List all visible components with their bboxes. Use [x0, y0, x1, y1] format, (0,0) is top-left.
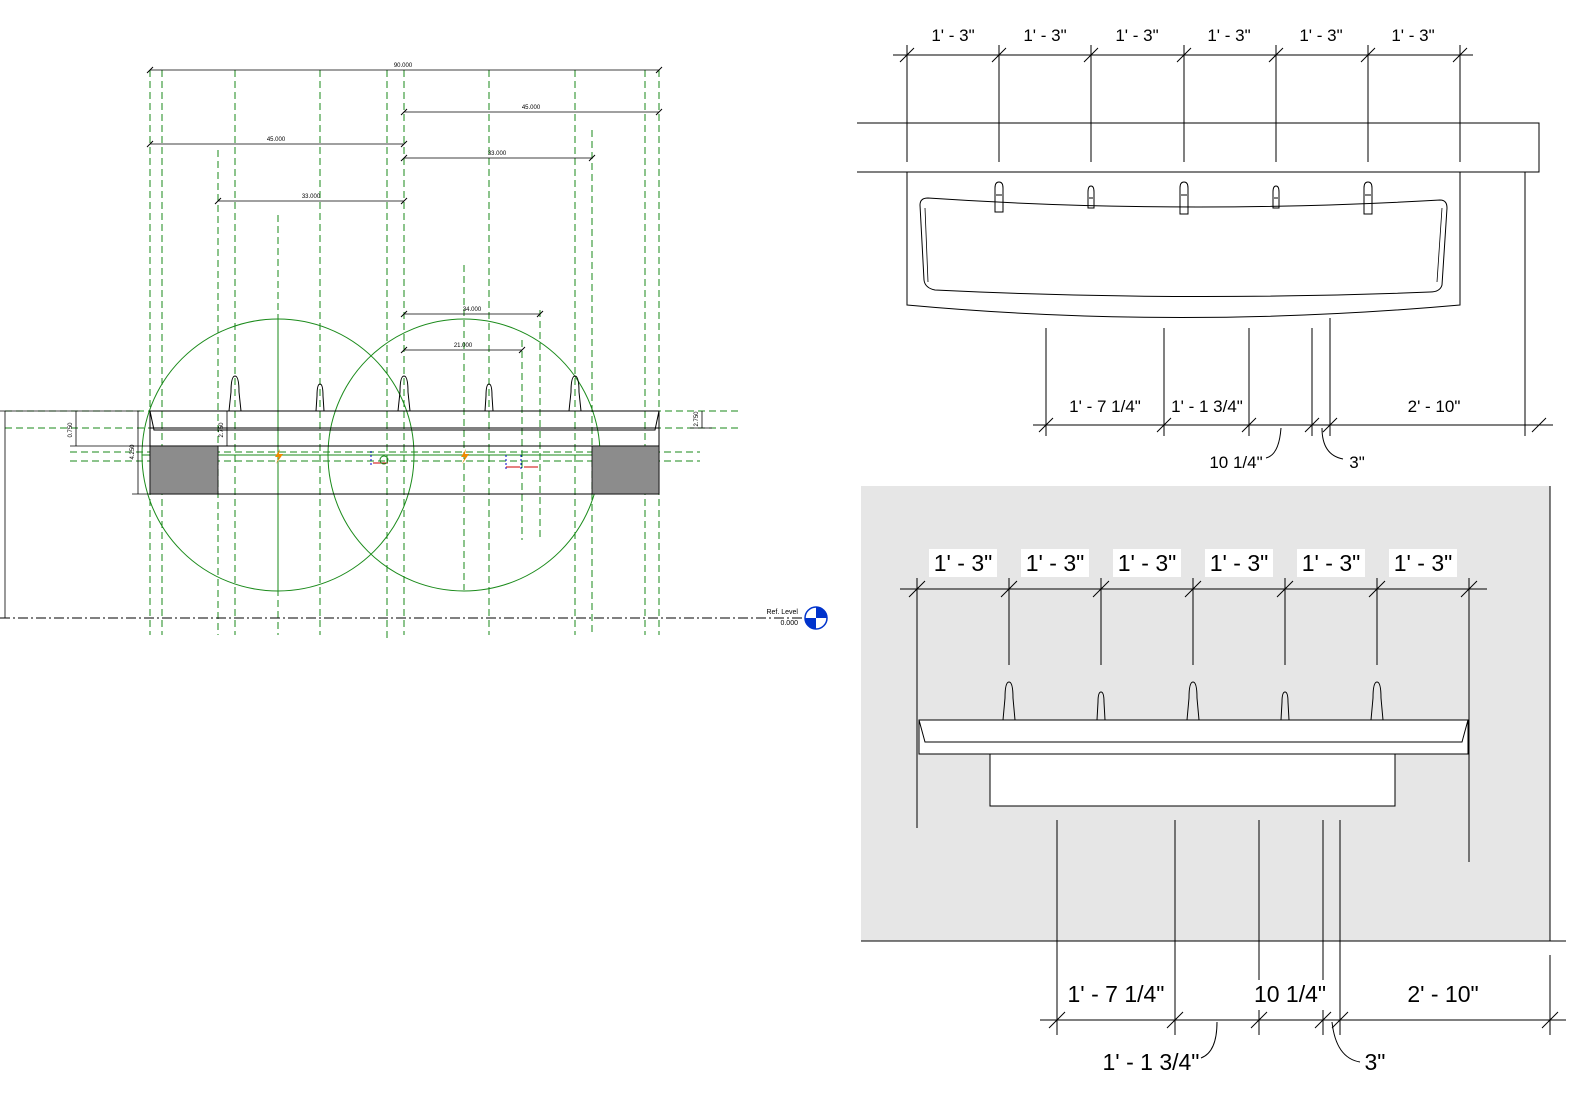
dim-1-7-1-4: 1' - 7 1/4"	[1069, 397, 1141, 416]
sink-elevation	[918, 719, 1469, 807]
dim-4-250: 4.250	[130, 444, 136, 460]
bottom-right-view: 1' - 3" 1' - 3" 1' - 3" 1' - 3" 1' - 3" …	[861, 486, 1566, 1075]
spacing-dim-b4: 1' - 3"	[1210, 550, 1269, 576]
spacing-dim-6: 1' - 3"	[1391, 26, 1434, 45]
dim-1-1-3-4: 1' - 1 3/4"	[1171, 397, 1243, 416]
spacing-dim-b3: 1' - 3"	[1118, 550, 1177, 576]
spacing-dim-b6: 1' - 3"	[1394, 550, 1453, 576]
faucets-top-plan	[994, 181, 1373, 215]
dim-34: 34.000	[463, 307, 482, 313]
faucets-elevation	[1002, 681, 1384, 721]
plan-vertical-dimensions: 0.750 4.250 2.750 2.750	[0, 410, 712, 618]
dim-b-10-1-4: 10 1/4"	[1254, 981, 1326, 1007]
bottom-spacing-labels: 1' - 3" 1' - 3" 1' - 3" 1' - 3" 1' - 3" …	[929, 549, 1457, 577]
plan-dimensions: 90.000 45.000 45.000 33.000 33.000 34.00…	[146, 63, 663, 354]
dim-33-right: 33.000	[488, 151, 507, 157]
spacing-dim-2: 1' - 3"	[1023, 26, 1066, 45]
trough-body	[149, 410, 660, 495]
leader-dim-3: 3"	[1349, 453, 1365, 472]
faucets-plan	[228, 375, 582, 412]
dim-2-750-a: 2.750	[219, 422, 225, 438]
spacing-dim-5: 1' - 3"	[1299, 26, 1342, 45]
top-witness-lines	[906, 45, 1461, 162]
dim-b-2-10: 2' - 10"	[1407, 981, 1478, 1007]
family-plan-view: 90.000 45.000 45.000 33.000 33.000 34.00…	[0, 63, 828, 640]
leader-dim-b-1-1-3-4: 1' - 1 3/4"	[1103, 1049, 1200, 1075]
ref-level: Ref. Level 0.000	[0, 606, 828, 630]
dim-b-1-7-1-4: 1' - 7 1/4"	[1068, 981, 1165, 1007]
dim-2-10: 2' - 10"	[1408, 397, 1461, 416]
top-right-view: 1' - 3" 1' - 3" 1' - 3" 1' - 3" 1' - 3" …	[857, 26, 1553, 472]
ref-level-name: Ref. Level	[766, 609, 798, 616]
spacing-dim-b5: 1' - 3"	[1302, 550, 1361, 576]
spacing-dim-b1: 1' - 3"	[934, 550, 993, 576]
bottom-witness-lines	[916, 578, 1470, 862]
dim-2-750-b: 2.750	[694, 411, 700, 427]
level-head-icon[interactable]	[804, 606, 828, 630]
dim-21: 21.000	[454, 343, 473, 349]
leader-dim-b-3: 3"	[1365, 1049, 1386, 1075]
dim-45-left: 45.000	[267, 137, 286, 143]
spacing-dim-b2: 1' - 3"	[1026, 550, 1085, 576]
reference-planes-vertical	[149, 70, 660, 640]
spacing-dim-4: 1' - 3"	[1207, 26, 1250, 45]
spacing-dim-1: 1' - 3"	[931, 26, 974, 45]
connector-symbols	[275, 449, 538, 470]
bottom-view-bottom-dims: 1' - 7 1/4" 10 1/4" 2' - 10" 1' - 1 3/4"…	[1040, 820, 1566, 1075]
dim-0-750: 0.750	[68, 422, 74, 438]
basin-plan	[906, 172, 1461, 318]
top-spacing-labels: 1' - 3" 1' - 3" 1' - 3" 1' - 3" 1' - 3" …	[931, 26, 1434, 45]
wall-band	[857, 122, 1540, 173]
leader-dim-10-1-4: 10 1/4"	[1209, 453, 1262, 472]
spacing-dim-3: 1' - 3"	[1115, 26, 1158, 45]
ref-level-elevation: 0.000	[780, 620, 798, 627]
dim-45-right: 45.000	[522, 105, 541, 111]
dim-33-left: 33.000	[302, 194, 321, 200]
top-view-bottom-dims: 1' - 7 1/4" 1' - 1 3/4" 2' - 10" 10 1/4"…	[1033, 172, 1553, 472]
dim-90: 90.000	[394, 63, 413, 69]
